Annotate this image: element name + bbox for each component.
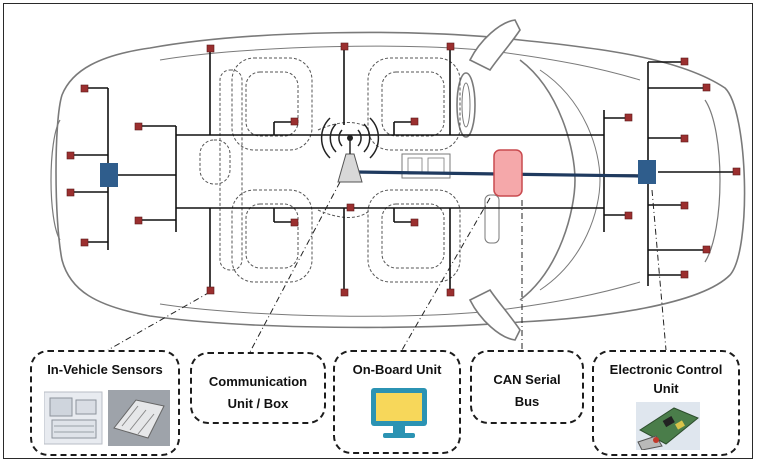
sensor-node: [346, 203, 355, 212]
sensor-node: [410, 218, 419, 227]
sensor-node: [134, 216, 143, 225]
sensor-nodes: [66, 42, 741, 297]
can-label-line1: CAN Serial: [493, 372, 561, 387]
sensor-node: [732, 167, 741, 176]
sensor-node: [290, 218, 299, 227]
circuit-board-photo: [636, 402, 700, 450]
sensor-node: [340, 288, 349, 297]
label-box-sensors: In-Vehicle Sensors: [30, 350, 180, 456]
can-label-line2: Bus: [514, 394, 540, 409]
antenna-icon: [320, 117, 380, 183]
label-box-ecu: Electronic Control Unit: [592, 350, 740, 456]
sensor-node: [702, 83, 711, 92]
sensor-chip-photos: [44, 390, 170, 446]
obu-label: On-Board Unit: [352, 362, 442, 377]
comm-label-line2: Unit / Box: [227, 396, 289, 411]
sensor-node: [624, 211, 633, 220]
ecu-label-line1: Electronic Control: [609, 362, 723, 377]
sensor-node: [290, 117, 299, 126]
car-seats: [199, 57, 461, 283]
sensor-node: [66, 151, 75, 160]
label-box-obu: On-Board Unit: [333, 350, 461, 454]
monitor-icon: [371, 388, 427, 438]
ecu-node-right: [638, 160, 656, 184]
can-bus-box: [493, 149, 523, 197]
sensor-node: [80, 238, 89, 247]
sensors-label: In-Vehicle Sensors: [47, 362, 163, 377]
label-box-comm: Communication Unit / Box: [190, 352, 326, 424]
sensor-node: [680, 57, 689, 66]
sensor-node: [206, 286, 215, 295]
sensor-node: [206, 44, 215, 53]
comm-label-line1: Communication: [208, 374, 308, 389]
label-box-can: CAN Serial Bus: [470, 350, 584, 424]
sensor-node: [80, 84, 89, 93]
ecu-node-left: [100, 163, 118, 187]
sensor-node: [624, 113, 633, 122]
sensor-node: [680, 270, 689, 279]
leader-lines: [107, 181, 667, 353]
sensor-node: [134, 122, 143, 131]
sensor-node: [702, 245, 711, 254]
ecu-label-line2: Unit: [653, 381, 679, 396]
sensor-wiring: [70, 46, 736, 292]
sensor-node: [446, 288, 455, 297]
sensor-node: [680, 134, 689, 143]
sensor-node: [680, 201, 689, 210]
sensor-node: [340, 42, 349, 51]
sensor-node: [66, 188, 75, 197]
sensor-node: [446, 42, 455, 51]
sensor-node: [410, 117, 419, 126]
car-outline: [50, 19, 746, 341]
